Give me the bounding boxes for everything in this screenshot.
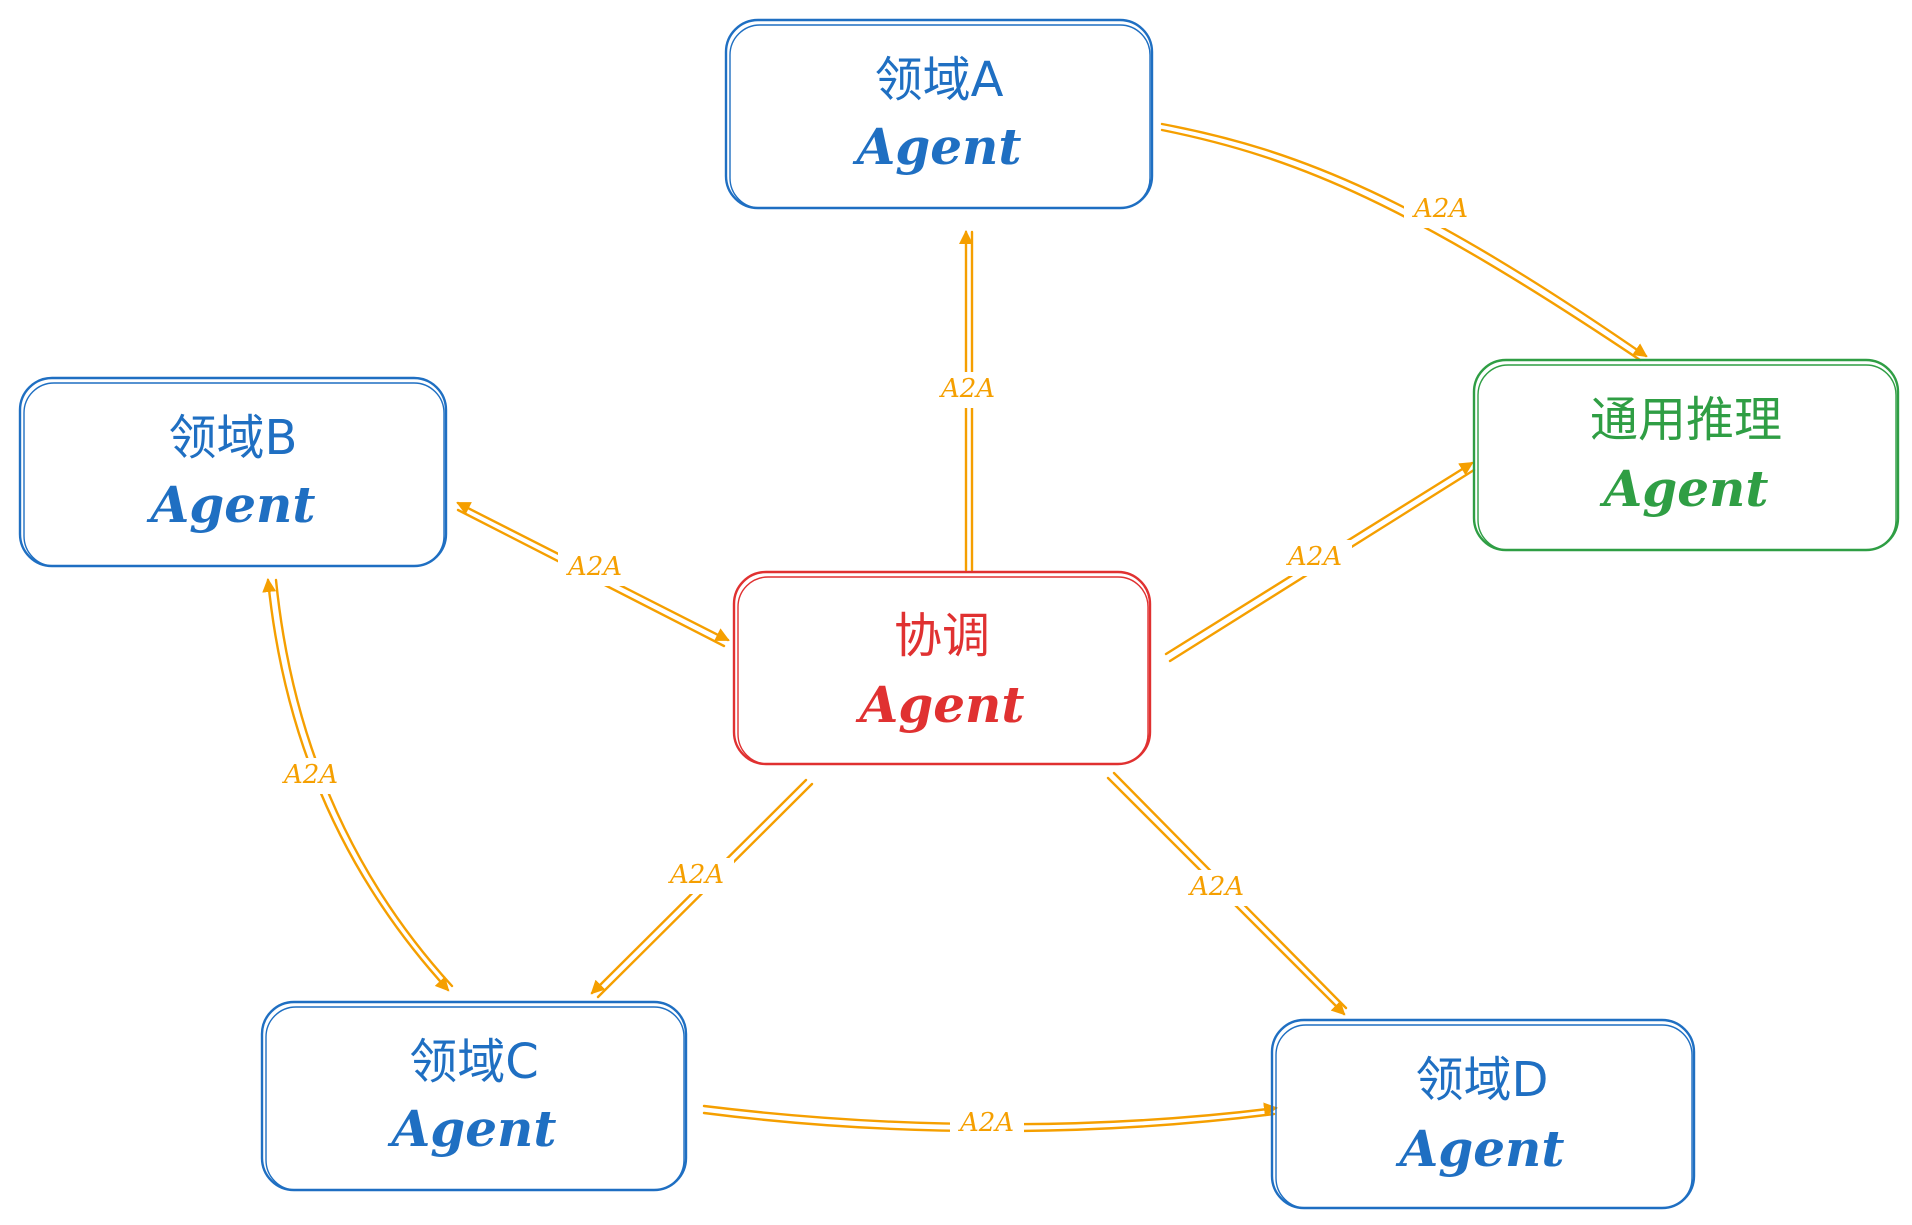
node-domain-b: 领域B Agent <box>18 376 448 568</box>
edge-coord-to-domain-d: A2A <box>1106 771 1348 1016</box>
node-domain-a-subtitle: Agent <box>852 117 1021 176</box>
edge-domain-a-to-reasoning: A2A <box>1160 122 1648 362</box>
node-domain-c: 领域C Agent <box>260 1000 688 1192</box>
edge-label-coord-to-c: A2A <box>668 860 724 890</box>
node-general-reasoning: 通用推理 Agent <box>1472 358 1900 552</box>
node-domain-a: 领域A Agent <box>724 18 1154 210</box>
edge-label-b-c: A2A <box>282 760 338 790</box>
edge-label-coord-to-reasoning: A2A <box>1286 542 1342 572</box>
edge-label-a-to-reasoning: A2A <box>1412 194 1468 224</box>
node-coordinator-title: 协调 <box>894 608 990 664</box>
node-domain-d-title: 领域D <box>1416 1052 1549 1108</box>
edge-domain-b-coord-bidirectional: A2A <box>456 501 730 648</box>
node-domain-d: 领域D Agent <box>1270 1018 1696 1210</box>
node-domain-c-subtitle: Agent <box>387 1099 556 1158</box>
node-coordinator-subtitle: Agent <box>855 675 1024 734</box>
node-coordinator: 协调 Agent <box>732 570 1152 766</box>
edges: A2A A2A A2A A2A A2A <box>262 122 1648 1142</box>
node-domain-c-title: 领域C <box>409 1034 539 1090</box>
edge-label-c-to-d: A2A <box>958 1108 1014 1138</box>
edge-label-coord-to-a: A2A <box>939 374 995 404</box>
node-general-reasoning-title: 通用推理 <box>1590 392 1782 448</box>
node-domain-a-title: 领域A <box>875 52 1004 108</box>
node-domain-b-title: 领域B <box>169 410 298 466</box>
edge-label-coord-to-d: A2A <box>1188 872 1244 902</box>
node-domain-d-subtitle: Agent <box>1395 1119 1564 1178</box>
edge-label-b-coord: A2A <box>566 552 622 582</box>
edge-coord-to-domain-c: A2A <box>590 778 814 999</box>
node-domain-b-subtitle: Agent <box>146 475 315 534</box>
edge-domain-b-domain-c-bidirectional: A2A <box>262 578 454 992</box>
edge-coord-to-reasoning: A2A <box>1164 461 1476 663</box>
edge-domain-c-to-domain-d: A2A <box>702 1102 1278 1142</box>
nodes: 领域A Agent 领域B Agent 通用推理 Agent 协调 Agent <box>18 18 1900 1210</box>
edge-coord-to-domain-a: A2A <box>932 230 1006 572</box>
node-general-reasoning-subtitle: Agent <box>1599 459 1768 518</box>
